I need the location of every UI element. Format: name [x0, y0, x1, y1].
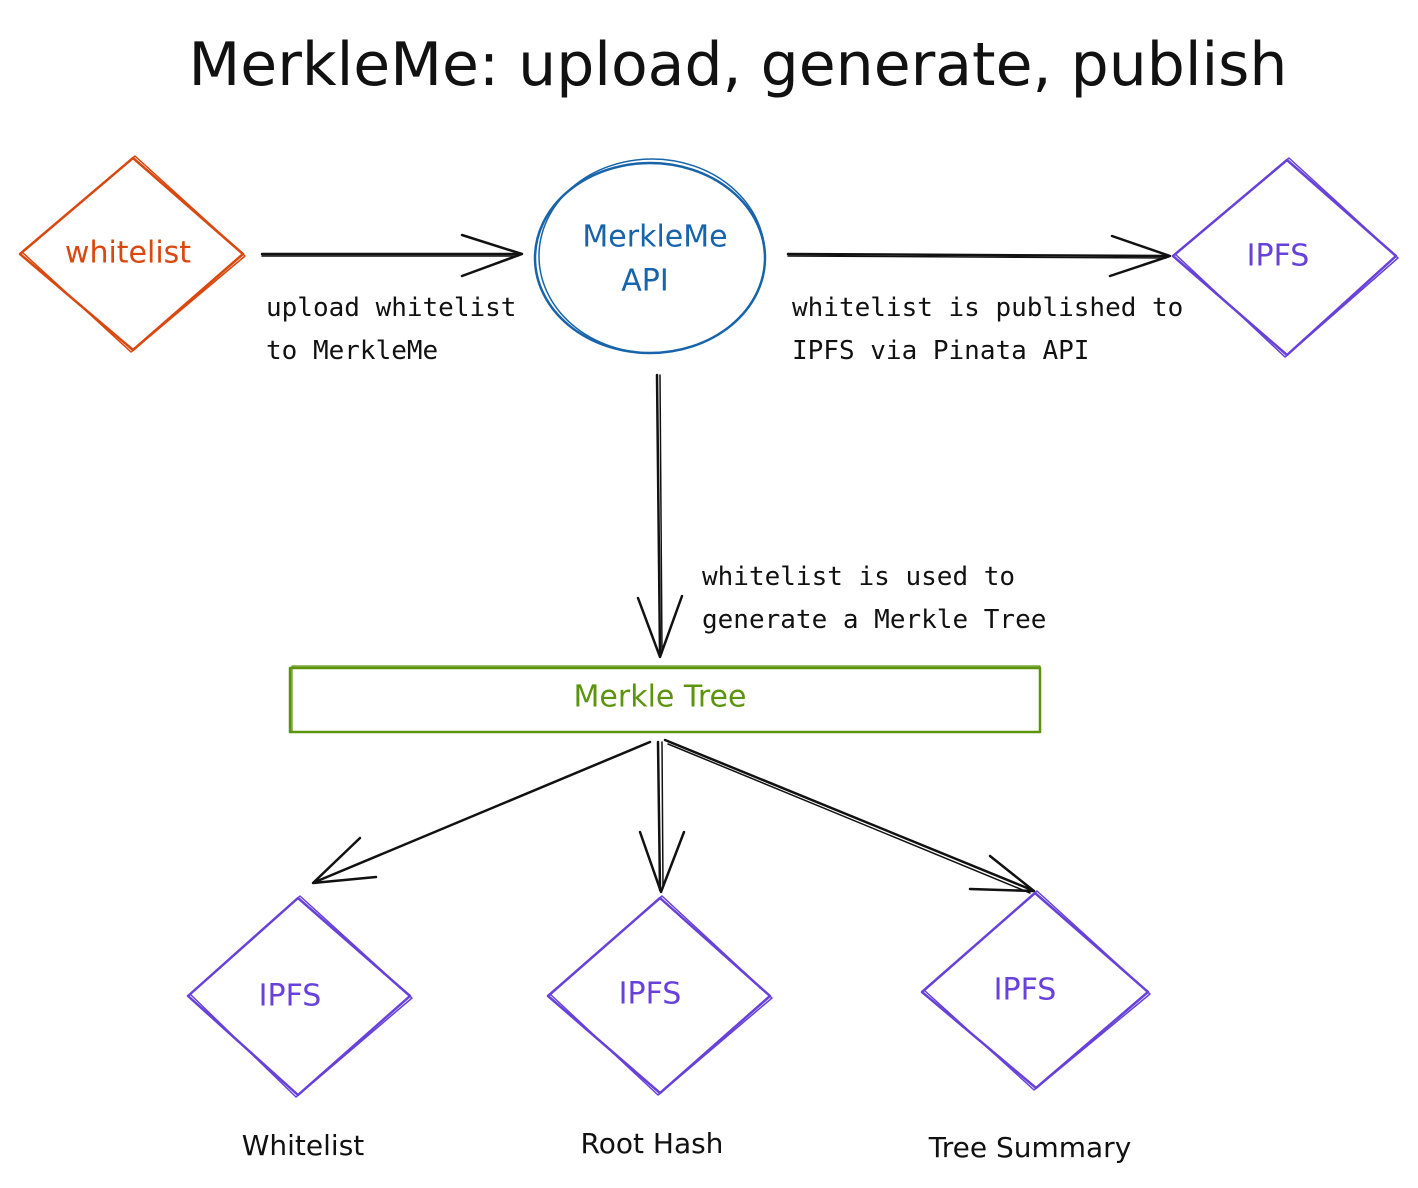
- generate-arrow-line: [655, 373, 662, 657]
- publish-label-line2: IPFS via Pinata API: [792, 336, 1089, 366]
- merkleme-api-label-line2: API: [621, 264, 668, 299]
- publish-label-line1: whitelist is published to: [792, 293, 1183, 323]
- ipfs-root-hash-caption: Root Hash: [581, 1127, 724, 1160]
- tree-to-whitelist-arrow: [311, 740, 652, 885]
- ipfs-tree-summary-label: IPFS: [994, 973, 1057, 1008]
- tree-to-whitelist-head: [311, 836, 378, 885]
- merkle-tree-node: Merkle Tree: [288, 665, 1042, 734]
- tree-to-summary-arrow: [663, 738, 1036, 894]
- ipfs-tree-summary-shape-sketch: [923, 890, 1151, 1091]
- ipfs-whitelist-caption: Whitelist: [242, 1129, 365, 1162]
- whitelist-source-node: whitelist: [18, 155, 246, 353]
- generate-label-line1: whitelist is used to: [702, 562, 1015, 592]
- upload-arrow-head: [460, 233, 524, 278]
- ipfs-root-hash-shape-sketch: [549, 895, 773, 1096]
- generate-arrow-head: [636, 594, 684, 659]
- ipfs-tree-summary-caption: Tree Summary: [928, 1131, 1132, 1164]
- ipfs-whitelist-shape-sketch: [189, 895, 413, 1098]
- publish-arrow-line-sketch: [787, 255, 1167, 259]
- merkleme-api-shape-sketch: [538, 158, 766, 354]
- merkleme-api-shape: [533, 161, 767, 355]
- tree-to-whitelist-line: [313, 740, 652, 884]
- ipfs-top-shape-sketch: [1174, 157, 1399, 358]
- publish-arrow: [786, 234, 1172, 278]
- tree-to-roothash-arrow: [638, 740, 686, 894]
- publish-arrow-head: [1108, 234, 1172, 278]
- upload-arrow: [260, 233, 524, 278]
- generate-label-line2: generate a Merkle Tree: [702, 605, 1046, 635]
- whitelist-source-shape-sketch: [21, 155, 246, 353]
- merkleme-api-node: MerkleMe API: [533, 158, 767, 355]
- tree-to-summary-head: [968, 854, 1036, 893]
- ipfs-whitelist-label: IPFS: [259, 979, 322, 1014]
- tree-to-roothash-line-sketch: [661, 741, 664, 889]
- upload-label-line1: upload whitelist: [266, 293, 516, 323]
- ipfs-root-hash-node: IPFS: [546, 895, 773, 1096]
- diagram-title: MerkleMe: upload, generate, publish: [189, 30, 1288, 100]
- tree-to-summary-line-sketch: [667, 743, 1031, 894]
- ipfs-tree-summary-node: IPFS: [920, 890, 1151, 1091]
- generate-arrow-line-sketch: [659, 374, 663, 654]
- tree-to-summary-line: [663, 738, 1034, 892]
- merkleme-api-label-line1: MerkleMe: [582, 220, 727, 255]
- ipfs-top-node: IPFS: [1171, 157, 1399, 358]
- upload-label-line2: to MerkleMe: [266, 336, 438, 366]
- ipfs-top-label: IPFS: [1247, 239, 1310, 274]
- ipfs-whitelist-node: IPFS: [186, 895, 413, 1098]
- merkle-tree-shape-sketch: [291, 665, 1041, 733]
- ipfs-root-hash-label: IPFS: [619, 977, 682, 1012]
- tree-to-roothash-head: [638, 830, 686, 894]
- merkle-tree-label: Merkle Tree: [574, 680, 747, 715]
- tree-to-roothash-line: [656, 740, 662, 892]
- whitelist-source-label: whitelist: [65, 236, 191, 271]
- publish-arrow-line: [786, 252, 1170, 258]
- generate-arrow: [636, 373, 684, 659]
